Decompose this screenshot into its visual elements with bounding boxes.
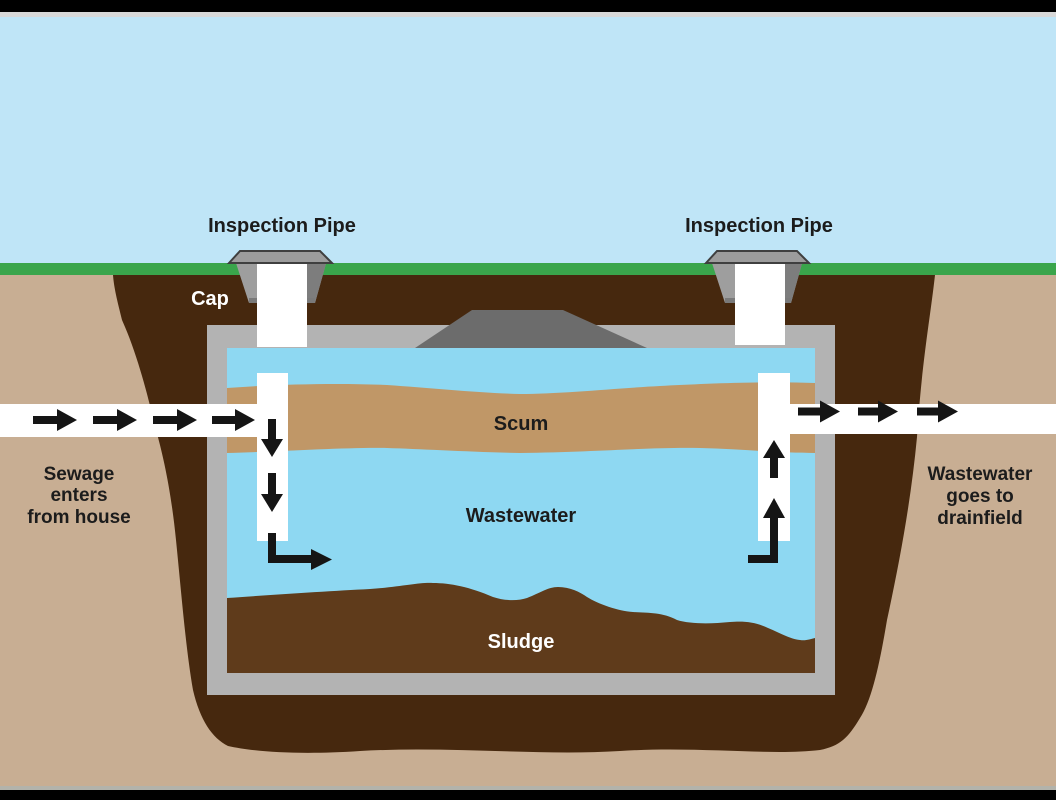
outlet-flow-arrow — [798, 400, 840, 423]
outlet-flow-arrow — [858, 400, 898, 423]
label-drainfield-line2: goes to — [946, 486, 1014, 507]
baffle-up-arrow — [763, 440, 785, 478]
cap-right-shade — [785, 260, 803, 303]
cap-left-lid — [226, 250, 335, 264]
sludge-layer — [227, 582, 815, 673]
label-sewage-line1: Sewage — [44, 464, 115, 485]
label-cap: Cap — [191, 288, 229, 310]
tank-access-cover — [415, 310, 647, 348]
outlet-flow-arrow — [917, 400, 958, 423]
inlet-flow-arrow — [212, 409, 255, 431]
label-wastewater-drainfield: Wastewater goes to drainfield — [928, 464, 1033, 529]
inlet-elbow-horizontal — [268, 555, 311, 563]
bottom-gray-strip — [0, 786, 1056, 790]
outlet-elbow-vertical — [770, 516, 778, 563]
label-scum: Scum — [494, 413, 548, 435]
inlet-elbow-arrow — [268, 533, 332, 570]
label-sewage-enters: Sewage enters from house — [27, 464, 130, 528]
inlet-flow-arrow — [153, 409, 197, 431]
label-wastewater: Wastewater — [466, 505, 577, 527]
baffle-down-arrow — [261, 419, 283, 457]
cap-right-lid — [703, 250, 812, 264]
grass-strip — [0, 263, 1056, 275]
label-sludge: Sludge — [488, 631, 555, 653]
inlet-elbow-vertical — [268, 533, 276, 563]
inlet-flow-arrow — [33, 409, 77, 431]
label-drainfield-line3: drainfield — [937, 508, 1023, 529]
outlet-elbow-horizontal — [748, 555, 777, 563]
outlet-elbow-arrow — [748, 498, 785, 563]
top-letterbox-bar — [0, 0, 1056, 12]
inlet-baffle-pipe — [257, 373, 288, 541]
baffle-down-arrow — [261, 473, 283, 512]
sky — [0, 17, 1056, 263]
bottom-letterbox-bar — [0, 790, 1056, 800]
top-gray-strip — [0, 12, 1056, 17]
label-drainfield-line1: Wastewater — [928, 464, 1033, 485]
inspection-pipe-left — [257, 254, 307, 347]
label-inspection-pipe-left: Inspection Pipe — [208, 215, 356, 237]
flow-arrows — [33, 400, 958, 570]
scum-layer — [227, 382, 815, 453]
inspection-pipe-right — [735, 254, 785, 345]
cap-left-shade — [307, 260, 327, 303]
inlet-elbow-head — [311, 549, 332, 570]
outlet-elbow-head — [763, 498, 785, 518]
label-inspection-pipe-right: Inspection Pipe — [685, 215, 833, 237]
label-sewage-line3: from house — [27, 507, 130, 528]
inlet-flow-arrow — [93, 409, 137, 431]
label-sewage-line2: enters — [50, 485, 107, 506]
